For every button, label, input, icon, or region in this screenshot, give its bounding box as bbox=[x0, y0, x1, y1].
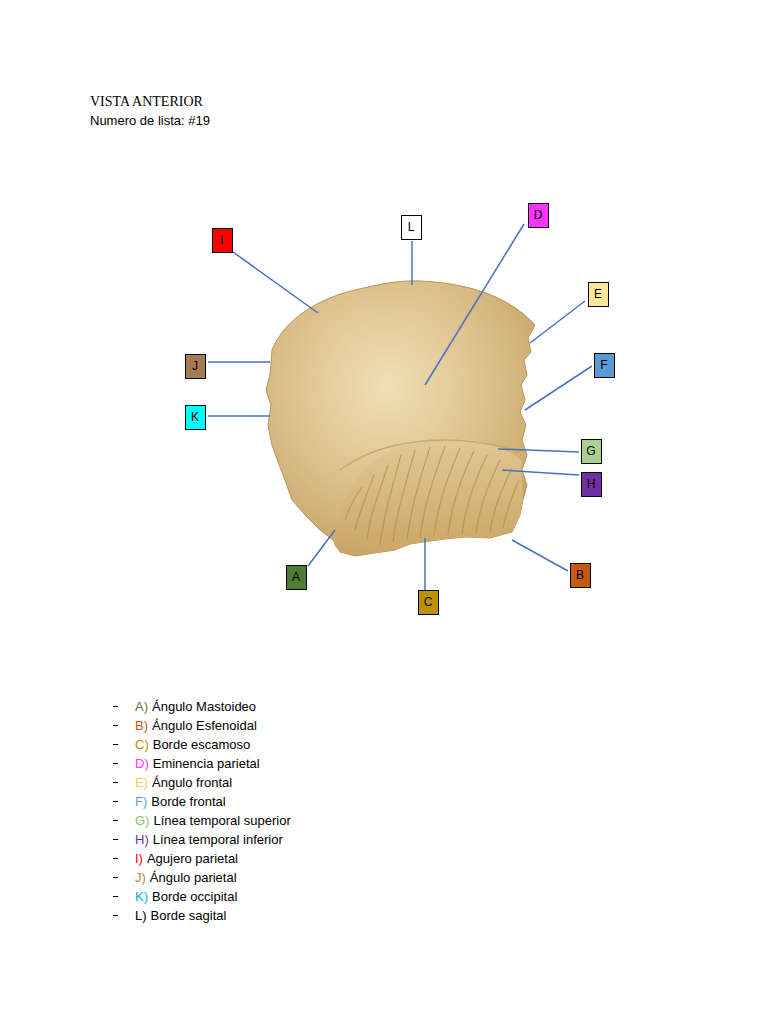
item-letter: K) bbox=[135, 889, 148, 904]
callout-letter: E bbox=[594, 288, 602, 300]
bullet-dash bbox=[113, 801, 118, 802]
callout-letter: F bbox=[600, 359, 607, 371]
item-letter: A) bbox=[135, 699, 148, 714]
callout-letter: B bbox=[576, 569, 584, 581]
legend-row: C) Borde escamoso bbox=[113, 737, 250, 752]
bullet-dash bbox=[113, 839, 118, 840]
item-letter: J) bbox=[135, 870, 146, 885]
callout-box: A bbox=[286, 565, 307, 590]
legend-row: G) Línea temporal superior bbox=[113, 813, 291, 828]
callout-letter: I bbox=[220, 234, 223, 246]
legend-row: J) Ángulo parietal bbox=[113, 870, 237, 885]
item-letter: F) bbox=[135, 794, 147, 809]
legend-row: A) Ángulo Mastoideo bbox=[113, 699, 256, 714]
callout-box: G bbox=[581, 439, 602, 464]
legend-row: H) Línea temporal inferior bbox=[113, 832, 283, 847]
item-name: Ángulo parietal bbox=[150, 870, 237, 885]
callout-letter: D bbox=[534, 209, 543, 221]
bullet-dash bbox=[113, 763, 118, 764]
legend-row: F) Borde frontal bbox=[113, 794, 226, 809]
item-name: Borde occipital bbox=[152, 889, 237, 904]
callout-box: D bbox=[528, 203, 549, 228]
item-name: Borde frontal bbox=[151, 794, 225, 809]
callout-box: K bbox=[185, 405, 206, 430]
bullet-dash bbox=[113, 877, 118, 878]
squamous-area bbox=[334, 438, 523, 556]
item-name: Ángulo Esfenoidal bbox=[152, 718, 257, 733]
callout-letter: L bbox=[408, 221, 415, 233]
legend-row: E) Ángulo frontal bbox=[113, 775, 232, 790]
bullet-dash bbox=[113, 915, 118, 916]
callout-letter: H bbox=[587, 478, 596, 490]
item-name: Borde sagital bbox=[151, 908, 227, 923]
item-name: Agujero parietal bbox=[147, 851, 238, 866]
striations bbox=[345, 446, 519, 545]
legend-row: K) Borde occipital bbox=[113, 889, 237, 904]
legend-row: I) Agujero parietal bbox=[113, 851, 238, 866]
page-title: VISTA ANTERIOR bbox=[90, 94, 203, 110]
bullet-dash bbox=[113, 706, 118, 707]
callout-box: F bbox=[594, 353, 615, 378]
bullet-dash bbox=[113, 782, 118, 783]
item-letter: E) bbox=[135, 775, 148, 790]
callout-box: B bbox=[570, 563, 591, 588]
item-name: Línea temporal inferior bbox=[153, 832, 283, 847]
bullet-dash bbox=[113, 858, 118, 859]
temporal-line bbox=[340, 440, 520, 470]
item-letter: L) bbox=[135, 908, 147, 923]
callout-letter: K bbox=[191, 411, 199, 423]
callout-letter: A bbox=[292, 571, 300, 583]
callout-letter: G bbox=[586, 445, 595, 457]
item-letter: C) bbox=[135, 737, 149, 752]
parietal-bone bbox=[266, 281, 535, 556]
bullet-dash bbox=[113, 725, 118, 726]
legend-row: L) Borde sagital bbox=[113, 908, 226, 923]
callout-box: E bbox=[588, 282, 609, 307]
callout-box: I bbox=[212, 228, 233, 253]
item-letter: G) bbox=[135, 813, 149, 828]
item-letter: I) bbox=[135, 851, 143, 866]
item-name: Ángulo Mastoideo bbox=[152, 699, 256, 714]
bullet-dash bbox=[113, 820, 118, 821]
leader-lines bbox=[208, 224, 592, 590]
item-name: Eminencia parietal bbox=[153, 756, 260, 771]
callout-box: C bbox=[418, 590, 439, 615]
item-name: Borde escamoso bbox=[153, 737, 251, 752]
item-letter: H) bbox=[135, 832, 149, 847]
legend-row: B) Ángulo Esfenoidal bbox=[113, 718, 257, 733]
callout-box: L bbox=[401, 215, 422, 240]
callout-letter: C bbox=[424, 596, 433, 608]
callout-box: H bbox=[581, 472, 602, 497]
item-letter: B) bbox=[135, 718, 148, 733]
item-letter: D) bbox=[135, 756, 149, 771]
callout-letter: J bbox=[192, 360, 198, 372]
item-name: Ángulo frontal bbox=[152, 775, 232, 790]
item-name: Línea temporal superior bbox=[153, 813, 290, 828]
callout-box: J bbox=[185, 354, 206, 379]
bullet-dash bbox=[113, 896, 118, 897]
bullet-dash bbox=[113, 744, 118, 745]
list-number: Numero de lista: #19 bbox=[90, 113, 210, 128]
legend-row: D) Eminencia parietal bbox=[113, 756, 260, 771]
